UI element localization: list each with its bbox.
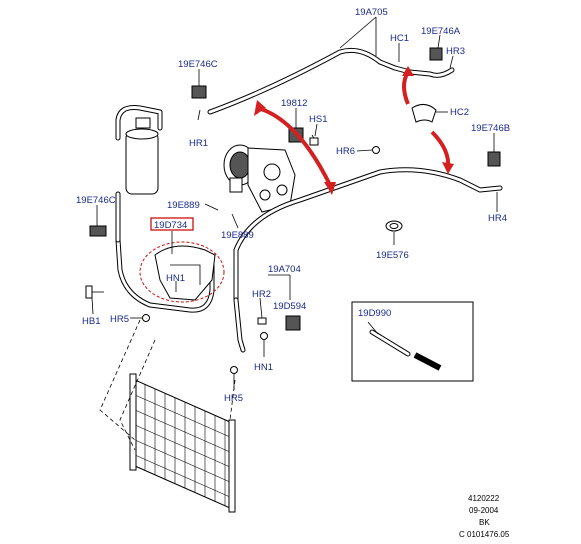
label-hb1: HB1 (82, 316, 100, 327)
label-19e576: 19E576 (376, 250, 409, 261)
label-19a704: 19A704 (268, 264, 301, 275)
label-hr5-a: HR5 (110, 314, 129, 325)
label-hr2: HR2 (252, 289, 271, 300)
label-19e889-b: 19E889 (221, 230, 254, 241)
arrow-head (254, 100, 266, 116)
label-hr4: HR4 (488, 213, 507, 224)
refrigerant-lines (115, 47, 503, 353)
label-19e746a: 19E746A (421, 26, 461, 37)
footer-reference-code: C 0101476.05 (459, 530, 510, 539)
label-hr3: HR3 (446, 46, 465, 57)
label-19d990: 19D990 (358, 308, 391, 319)
highlight-ellipse (139, 241, 225, 303)
label-hc1: HC1 (390, 33, 409, 44)
label-hr6: HR6 (336, 146, 355, 157)
label-hr1: HR1 (189, 138, 208, 149)
small-parts (85, 47, 501, 374)
label-19e746c-top: 19E746C (178, 59, 218, 70)
movement-arrows (254, 66, 454, 195)
highlight-box-19d734 (150, 217, 194, 231)
label-19812: 19812 (281, 98, 307, 109)
receiver-drier (89, 105, 163, 237)
callout-labels: 19A705 HC1 19E746A HR3 19E746C 19812 HS1… (76, 7, 510, 404)
label-hn1-a: HN1 (166, 273, 185, 284)
inset-19d990 (351, 301, 474, 382)
label-hr5-b: HR5 (224, 393, 243, 404)
label-hn1-b: HN1 (254, 362, 273, 373)
label-19e746b: 19E746B (471, 123, 510, 134)
footer-drawing-number: 4120222 (468, 494, 500, 503)
footer-reference: 4120222 09-2004 BK C 0101476.05 (459, 494, 510, 539)
compressor (223, 144, 296, 213)
label-19e889-a: 19E889 (167, 200, 200, 211)
condenser (99, 319, 236, 513)
label-19a705: 19A705 (355, 7, 388, 18)
footer-model-code: BK (479, 518, 490, 527)
label-19d734: 19D734 (154, 220, 187, 231)
bracket-19e746c (89, 225, 107, 237)
label-hc2: HC2 (450, 107, 469, 118)
label-19d594: 19D594 (273, 301, 306, 312)
label-19e746c-left: 19E746C (76, 195, 116, 206)
label-hs1: HS1 (309, 114, 327, 125)
footer-date: 09-2004 (469, 506, 499, 515)
leader-lines (91, 16, 498, 390)
